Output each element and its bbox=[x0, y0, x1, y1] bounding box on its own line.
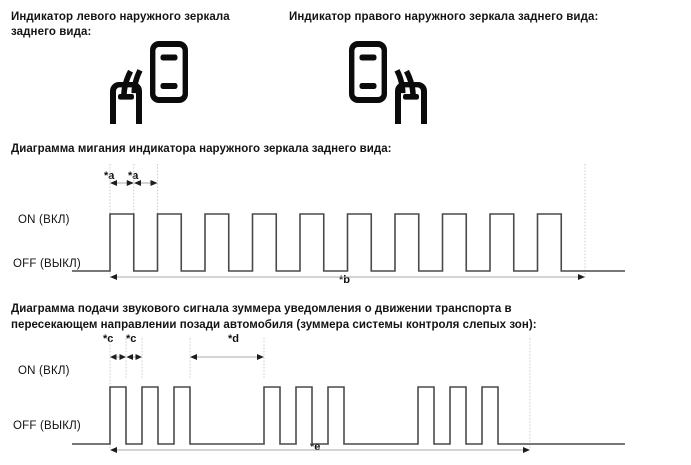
far-car-glyph bbox=[349, 41, 387, 103]
diagram1-on-label: ON (ВКЛ) bbox=[18, 214, 70, 226]
diagram2-dim-d-label: *d bbox=[228, 333, 239, 345]
right-indicator-caption-line1: Индикатор правого наружного зеркала задн… bbox=[289, 11, 599, 23]
left-blind-spot-mirror-indicator-icon bbox=[100, 38, 212, 124]
diagram2-dim-c2-label: *c bbox=[126, 333, 137, 345]
near-car-glyph bbox=[395, 82, 427, 124]
diagram2-dim-c1-label: *c bbox=[103, 333, 114, 345]
diagram2-on-label: ON (ВКЛ) bbox=[18, 365, 70, 377]
dim-b-arrow bbox=[110, 274, 585, 280]
left-indicator-caption-line2: заднего вида: bbox=[11, 26, 92, 38]
dim-e-arrow bbox=[110, 447, 530, 453]
diagram1-off-label: OFF (ВЫКЛ) bbox=[13, 258, 81, 270]
diagram1-title: Диаграмма мигания индикатора наружного з… bbox=[11, 143, 392, 155]
diagram1-dim-a1-label: *a bbox=[104, 170, 115, 182]
dim-c1-arrow bbox=[110, 354, 126, 360]
diagram1-dim-b-label: *b bbox=[339, 274, 350, 286]
dim-d-arrow bbox=[190, 354, 264, 360]
dim-c2-arrow bbox=[126, 354, 142, 360]
square-wave-path bbox=[72, 213, 625, 272]
diagram2-title-line2: пересекающем направлении позади автомоби… bbox=[11, 319, 537, 331]
diagram2-off-label: OFF (ВЫКЛ) bbox=[13, 420, 81, 432]
dim-a2-arrow bbox=[134, 180, 158, 186]
left-indicator-caption-line1: Индикатор левого наружного зеркала bbox=[11, 11, 230, 23]
diagram1-waveform-chart bbox=[0, 160, 691, 295]
diagram1-dim-a2-label: *a bbox=[128, 170, 139, 182]
right-blind-spot-mirror-indicator-icon bbox=[325, 38, 437, 124]
burst-wave-path bbox=[72, 386, 625, 445]
near-car-glyph bbox=[110, 82, 142, 124]
dim-a1-arrow bbox=[110, 180, 134, 186]
diagram2-waveform-chart bbox=[0, 336, 691, 465]
diagram2-title-line1: Диаграмма подачи звукового сигнала зумме… bbox=[11, 303, 512, 315]
far-car-glyph bbox=[150, 41, 188, 103]
diagram2-dim-e-label: *e bbox=[310, 441, 321, 453]
